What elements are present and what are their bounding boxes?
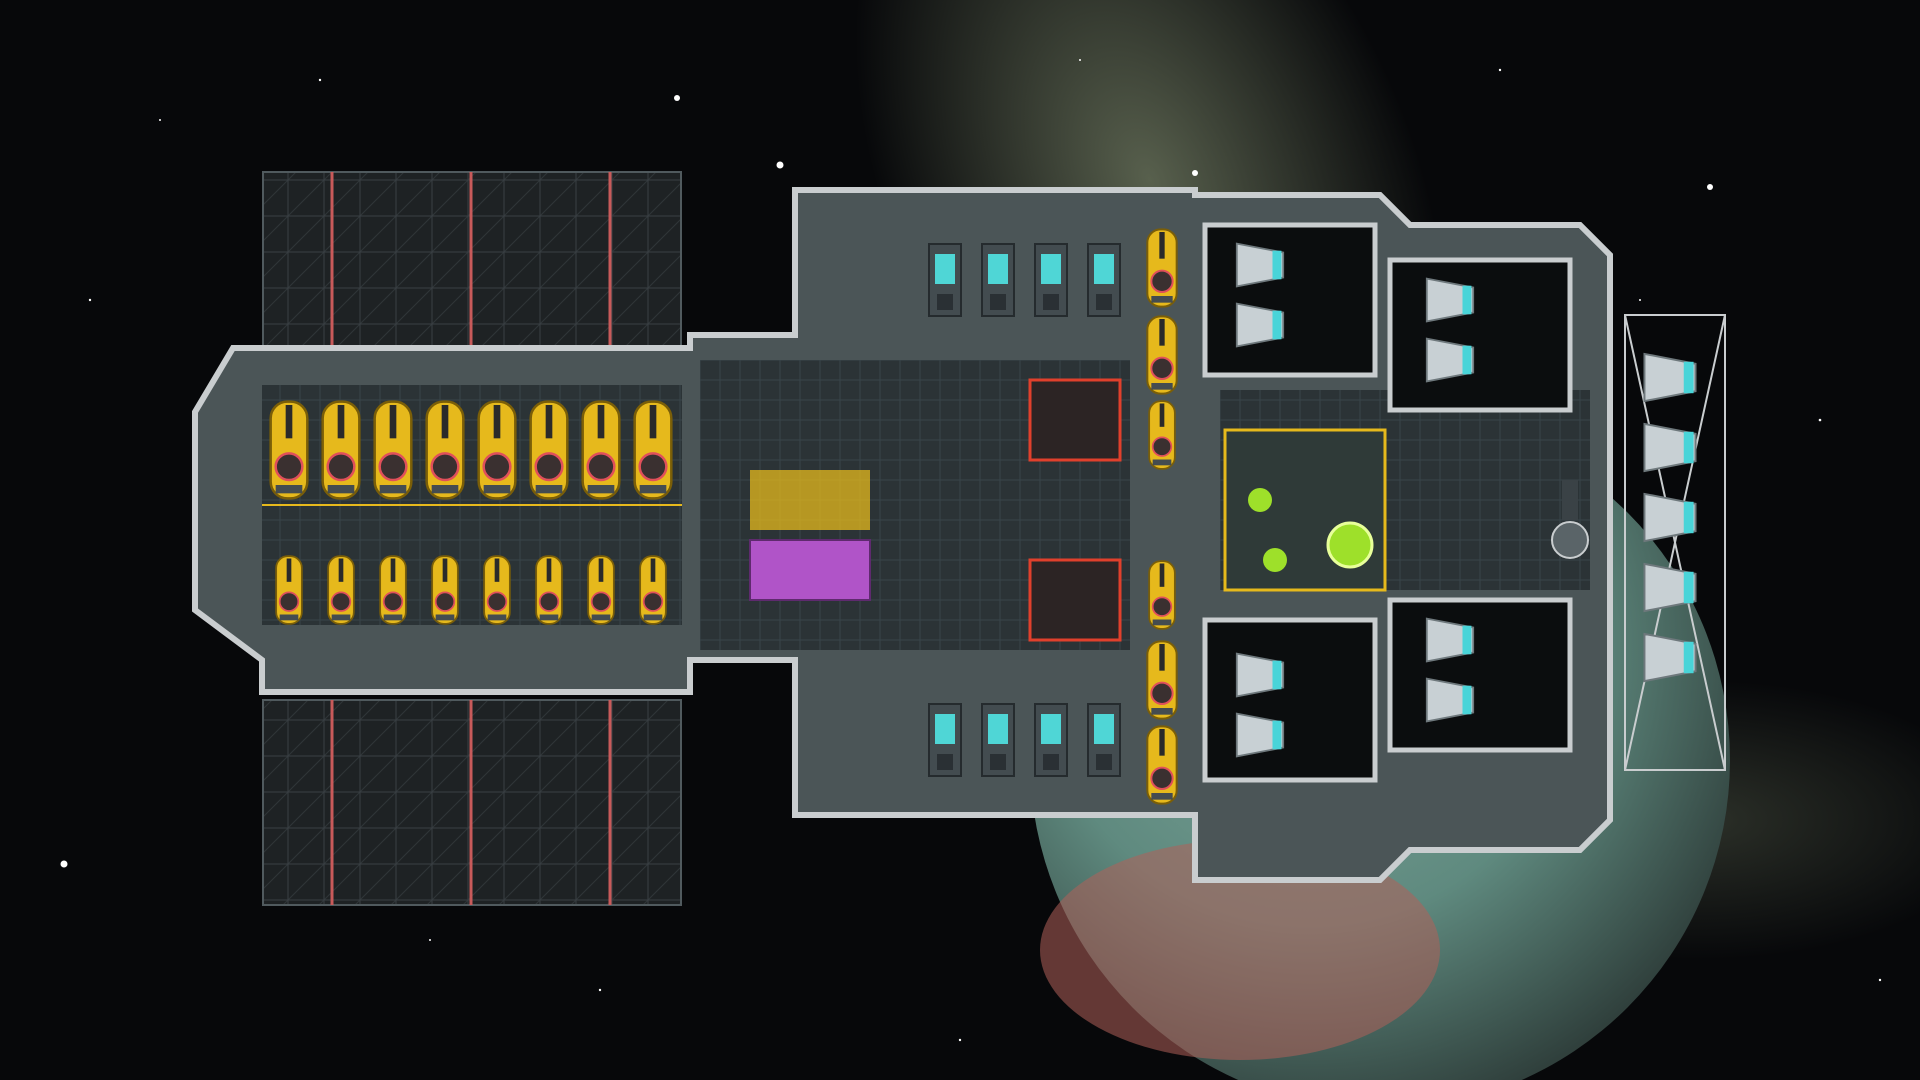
crate-icon xyxy=(750,470,870,530)
star-icon xyxy=(1707,184,1713,190)
star-icon xyxy=(429,939,431,941)
star-icon xyxy=(1639,299,1641,301)
reactor-icon xyxy=(1028,378,1122,462)
battery-icon xyxy=(534,555,564,625)
battery-icon xyxy=(1145,640,1179,720)
reactor-icon xyxy=(1033,242,1069,318)
star-icon xyxy=(1498,68,1502,72)
battery-icon xyxy=(326,555,356,625)
battery-icon xyxy=(638,555,668,625)
battery-icon xyxy=(633,400,673,500)
battery-icon xyxy=(269,400,309,500)
battery-icon xyxy=(1145,725,1179,805)
star-icon xyxy=(776,161,784,169)
thruster-icon xyxy=(1643,492,1697,543)
rear-truss xyxy=(1624,314,1726,771)
star-icon xyxy=(60,860,68,868)
battery-icon xyxy=(378,555,408,625)
battery-icon xyxy=(430,555,460,625)
star-icon xyxy=(958,1038,962,1042)
battery-icon xyxy=(1145,228,1179,308)
battery-icon xyxy=(586,555,616,625)
crate-icon xyxy=(749,539,871,601)
thruster-bay-bottom[interactable] xyxy=(1202,597,1573,783)
star-icon xyxy=(674,95,680,101)
battery-icon xyxy=(274,555,304,625)
battery-icon xyxy=(482,555,512,625)
solar-panel-array-top[interactable] xyxy=(262,171,682,348)
battery-icon xyxy=(1145,315,1179,395)
reactor-icon xyxy=(1028,558,1122,642)
star-icon xyxy=(1079,59,1081,61)
star-icon xyxy=(318,78,322,82)
reactor-icon xyxy=(1086,242,1122,318)
battery-icon xyxy=(373,400,413,500)
reactor-icon xyxy=(1326,521,1374,569)
reactor-icon xyxy=(927,702,963,778)
thruster-bay-top[interactable] xyxy=(1202,222,1573,413)
reactor-red-stack[interactable] xyxy=(1028,378,1122,642)
battery-icon xyxy=(425,400,465,500)
thruster-icon xyxy=(1643,632,1697,683)
star-icon xyxy=(1878,978,1882,982)
battery-icon xyxy=(1147,560,1177,630)
battery-icon xyxy=(1147,400,1177,470)
battery-icon xyxy=(321,400,361,500)
planet-red-patch xyxy=(1040,840,1440,1060)
rear-thrusters[interactable] xyxy=(1643,352,1697,683)
gun-turret-icon[interactable] xyxy=(1551,480,1589,559)
battery-icon xyxy=(581,400,621,500)
crate-storage[interactable] xyxy=(749,470,871,601)
reactor-icon xyxy=(980,702,1016,778)
star-field xyxy=(60,59,1882,1042)
reactor-icon xyxy=(1033,702,1069,778)
main-reactor[interactable] xyxy=(1223,428,1387,592)
reactor-icon xyxy=(927,242,963,318)
star-icon xyxy=(1192,170,1198,176)
battery-icon xyxy=(529,400,569,500)
star-icon xyxy=(1818,418,1822,422)
thruster-icon xyxy=(1643,422,1697,473)
star-icon xyxy=(598,988,602,992)
star-icon xyxy=(88,298,92,302)
reactor-icon xyxy=(1086,702,1122,778)
thruster-icon xyxy=(1643,352,1697,403)
solar-panel-array-bottom[interactable] xyxy=(262,699,682,906)
star-icon xyxy=(159,119,161,121)
reactor-icon xyxy=(980,242,1016,318)
battery-icon xyxy=(477,400,517,500)
